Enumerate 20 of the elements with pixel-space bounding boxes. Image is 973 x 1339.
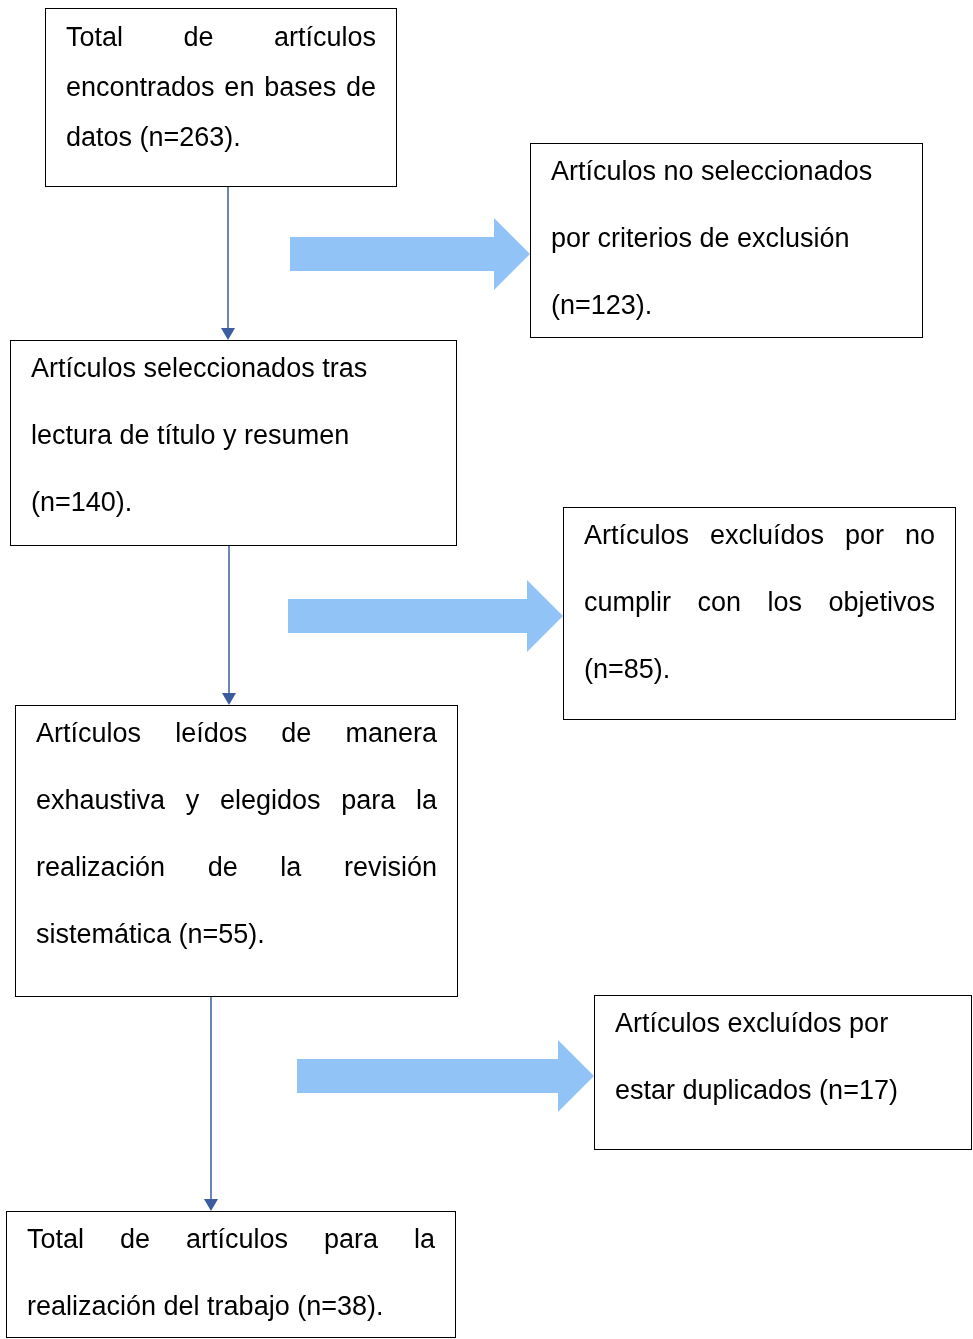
arrow bbox=[221, 186, 235, 340]
process-box bbox=[594, 995, 972, 1150]
box-text: Artículos excluídos por no cumplir con los objetivos (n=85). bbox=[584, 519, 935, 686]
process-box bbox=[10, 340, 457, 546]
process-box bbox=[563, 507, 956, 720]
process-box bbox=[530, 143, 923, 338]
box-text: Total de artículos encontrados en bases de datos (n=263). bbox=[66, 21, 376, 154]
arrow bbox=[204, 996, 218, 1211]
process-box bbox=[15, 705, 458, 997]
process-box bbox=[45, 8, 397, 187]
arrow bbox=[290, 218, 530, 290]
process-box bbox=[6, 1211, 456, 1338]
box-text: Total de artículos para la realización del trabajo (n=38). bbox=[27, 1223, 435, 1323]
arrow bbox=[288, 580, 563, 652]
box-text: Artículos excluídos por estar duplicados (n=17) bbox=[615, 1007, 899, 1107]
box-text: Artículos leídos de manera exhaustiva y elegidos para la realización de la revisión sistemática (n=55). bbox=[36, 717, 437, 951]
box-text: Artículos no seleccionados por criterios de exclusión (n=123). bbox=[551, 155, 874, 322]
box-text: Artículos seleccionados tras lectura de título y resumen (n=140). bbox=[31, 352, 369, 519]
arrow bbox=[297, 1040, 594, 1112]
arrow bbox=[222, 545, 236, 705]
